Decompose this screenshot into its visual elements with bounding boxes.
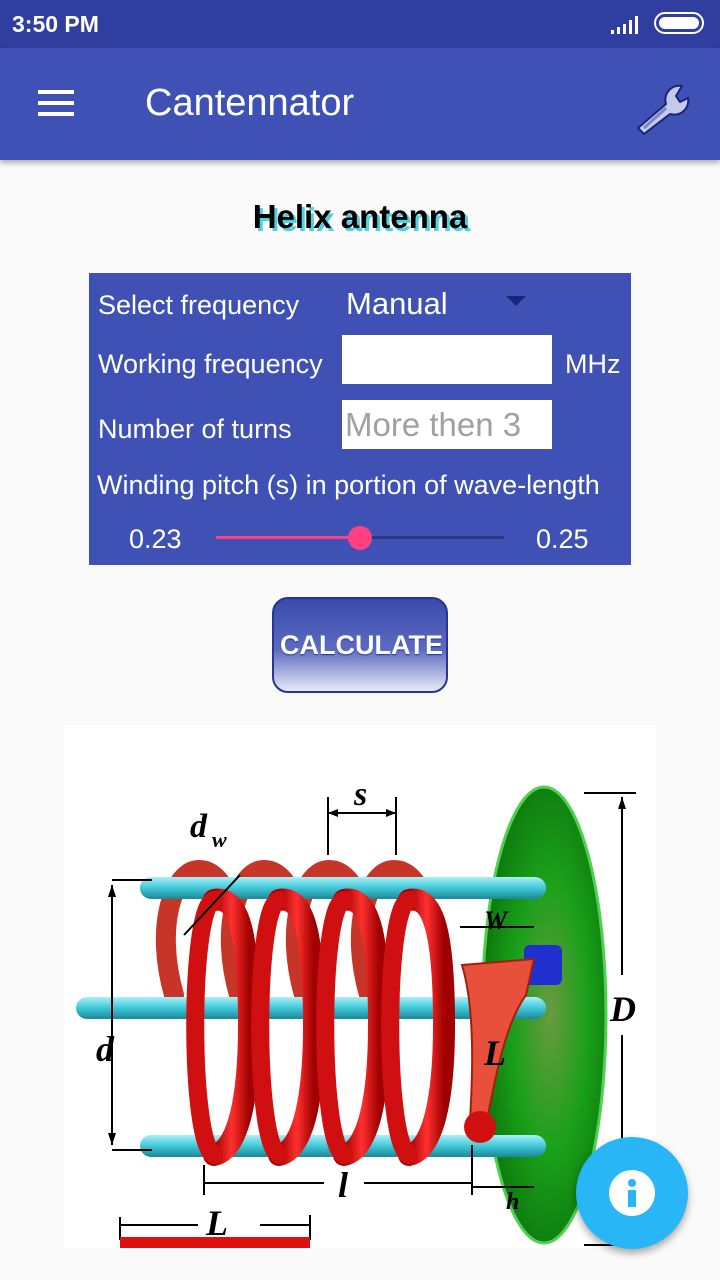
- number-of-turns-label: Number of turns: [98, 414, 292, 444]
- label-dw: d: [190, 808, 208, 845]
- info-fab-button[interactable]: [576, 1137, 688, 1249]
- working-frequency-label: Working frequency: [98, 349, 323, 379]
- label-dw-subscript: w: [212, 827, 227, 852]
- rod-top: [140, 877, 546, 899]
- app-bar: Cantennator: [0, 48, 720, 160]
- select-frequency-label: Select frequency: [98, 290, 300, 320]
- frequency-select[interactable]: Manual: [346, 286, 448, 321]
- number-of-turns-input[interactable]: [342, 400, 552, 449]
- battery-icon: [654, 12, 704, 34]
- helix-antenna-diagram: s d w W D d L l h L: [64, 725, 656, 1248]
- info-icon: [609, 1170, 655, 1216]
- label-l: l: [338, 1165, 348, 1205]
- form-panel: Select frequency Manual Working frequenc…: [89, 273, 631, 565]
- signal-icon: [611, 16, 638, 34]
- hamburger-menu-icon[interactable]: [36, 88, 76, 118]
- label-D: D: [609, 989, 636, 1029]
- label-L-bottom: L: [205, 1203, 228, 1243]
- slider-max-label: 0.25: [536, 524, 589, 554]
- slider-fill: [216, 536, 360, 539]
- slider-min-label: 0.23: [129, 524, 182, 554]
- label-W: W: [484, 906, 509, 935]
- label-d: d: [96, 1029, 115, 1069]
- app-title: Cantennator: [145, 82, 355, 124]
- dropdown-arrow-icon[interactable]: [506, 296, 526, 306]
- working-frequency-input[interactable]: [342, 335, 552, 384]
- wrench-icon[interactable]: [632, 76, 694, 138]
- mhz-unit-label: MHz: [565, 349, 621, 379]
- label-h: h: [506, 1189, 519, 1215]
- winding-pitch-slider[interactable]: [216, 526, 504, 550]
- calculate-button[interactable]: CALCULATE: [272, 597, 448, 693]
- winding-pitch-label: Winding pitch (s) in portion of wave-len…: [97, 470, 600, 500]
- helix-antenna-illustration: s d w W D d L l h L: [76, 776, 636, 1248]
- status-bar: 3:50 PM: [0, 0, 720, 48]
- status-time: 3:50 PM: [12, 11, 99, 37]
- label-s: s: [353, 776, 367, 813]
- page-title: Helix antenna: [252, 198, 468, 235]
- slider-thumb[interactable]: [348, 526, 372, 550]
- label-L-strip: L: [483, 1033, 506, 1073]
